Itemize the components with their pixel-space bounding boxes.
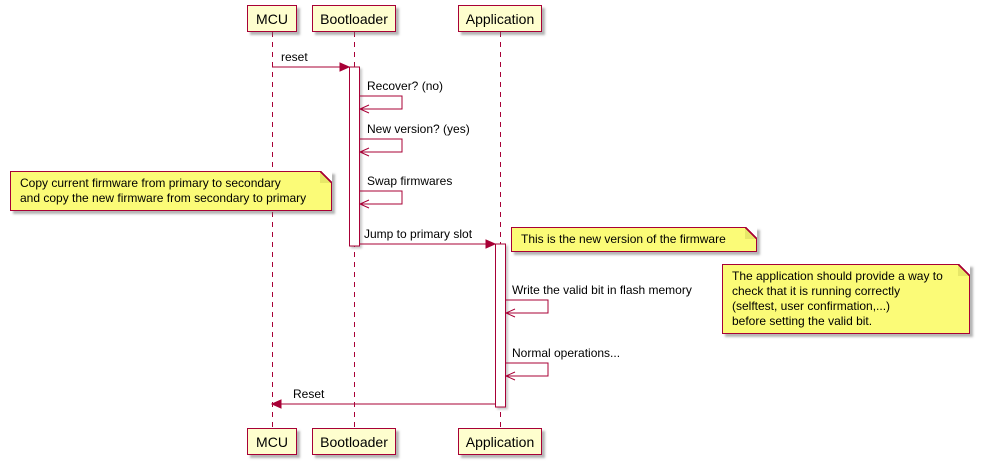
message-arrow-jump-primary-slot xyxy=(360,239,497,249)
note-new-firmware-version: This is the new version of the firmware xyxy=(511,227,757,252)
participant-label: Application xyxy=(465,10,535,27)
note-fold-icon xyxy=(958,264,970,276)
note-line: and copy the new firmware from secondary… xyxy=(20,191,307,205)
message-label-reset: reset xyxy=(281,50,308,64)
participant-label: MCU xyxy=(256,10,288,27)
participant-label: Application xyxy=(465,433,535,450)
message-arrow-reset-return xyxy=(270,399,495,409)
note-fold-icon xyxy=(320,171,332,183)
participant-label: MCU xyxy=(256,433,288,450)
message-label-reset-return: Reset xyxy=(293,387,325,401)
note-line: before setting the valid bit. xyxy=(732,314,873,328)
message-label-recover: Recover? (no) xyxy=(367,79,444,93)
message-label-new-version: New version? (yes) xyxy=(367,122,470,136)
message-arrow-recover xyxy=(358,95,403,114)
message-label-normal-operations: Normal operations... xyxy=(512,346,621,360)
participant-bootloader-bottom: Bootloader xyxy=(312,428,396,455)
note-fold-icon xyxy=(745,227,757,239)
participant-application-top: Application xyxy=(458,5,542,32)
message-label-jump-primary-slot: Jump to primary slot xyxy=(364,227,473,241)
participant-label: Bootloader xyxy=(320,433,388,450)
message-label-swap-firmwares: Swap firmwares xyxy=(367,174,453,188)
message-arrow-reset xyxy=(272,62,351,72)
participant-mcu-bottom: MCU xyxy=(247,428,297,455)
activation-bootloader xyxy=(349,66,360,247)
participant-label: Bootloader xyxy=(320,10,388,27)
participant-application-bottom: Application xyxy=(458,428,542,455)
message-label-write-valid-bit: Write the valid bit in flash memory xyxy=(512,283,692,297)
message-arrow-new-version xyxy=(358,138,403,157)
note-copy-firmware: Copy current firmware from primary to se… xyxy=(10,171,332,211)
note-line: (selftest, user confirmation,...) xyxy=(732,299,891,313)
note-line: This is the new version of the firmware xyxy=(521,232,726,246)
message-arrow-write-valid-bit xyxy=(504,299,549,318)
activation-application xyxy=(495,243,506,408)
participant-bootloader-top: Bootloader xyxy=(312,5,396,32)
note-line: check that it is running correctly xyxy=(732,284,901,298)
message-arrow-normal-operations xyxy=(504,362,549,381)
note-line: The application should provide a way to xyxy=(732,269,943,283)
note-line: Copy current firmware from primary to se… xyxy=(20,176,281,190)
participant-mcu-top: MCU xyxy=(247,5,297,32)
message-arrow-swap-firmwares xyxy=(358,190,403,209)
note-valid-bit-check: The application should provide a way to … xyxy=(722,264,970,334)
